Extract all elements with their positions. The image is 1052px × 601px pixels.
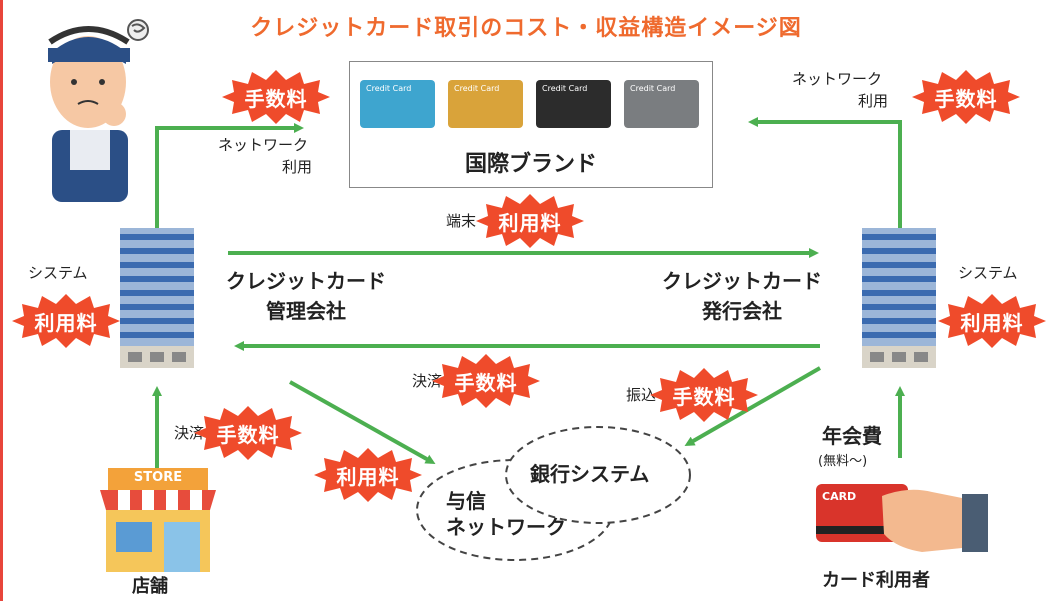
network-use-left-line2: 利用 <box>282 158 313 176</box>
credit-card-image: Credit Card <box>360 80 435 128</box>
system-right-label: システム <box>958 264 1018 282</box>
acquirer-building-icon <box>120 228 194 368</box>
store-label: 店舗 <box>132 576 168 597</box>
settlement-center-label: 決済 <box>412 372 443 390</box>
arrow-acquirer-to-brand <box>155 123 304 228</box>
bank-system-label: 銀行システム <box>530 462 650 486</box>
acquirer-name: クレジットカード管理会社 <box>226 269 386 323</box>
credit-card-image: Credit Card <box>536 80 611 128</box>
settlement-left-label: 決済 <box>174 424 205 442</box>
card-text: CARD <box>822 490 857 503</box>
annual-fee-label: 年会費 <box>822 424 882 448</box>
usage-fee-badge: 利用料 <box>312 446 424 504</box>
network-use-right-line2: 利用 <box>858 92 889 110</box>
arrow-issuer-to-bank <box>684 366 821 446</box>
store-sign-text: STORE <box>133 470 183 485</box>
fee-badge: 手数料 <box>192 404 304 462</box>
worried-shopkeeper-illustration <box>48 19 149 202</box>
usage-fee-badge: 利用料 <box>936 292 1048 350</box>
left-edge-mark <box>0 0 3 601</box>
usage-fee-badge: 利用料 <box>474 192 586 250</box>
store-icon: STORE <box>94 468 222 572</box>
arrow-acquirer-to-network <box>289 380 436 464</box>
issuer-building-icon <box>862 228 936 368</box>
issuer-name: クレジットカード発行会社 <box>662 269 822 323</box>
system-left-label: システム <box>28 264 88 282</box>
usage-fee-badge: 利用料 <box>10 292 122 350</box>
credit-network-label: 与信ネットワーク <box>446 489 566 539</box>
credit-card-image: Credit Card <box>448 80 523 128</box>
credit-card-image: Credit Card <box>624 80 699 128</box>
international-brand-box: Credit Card Credit Card Credit Card Cred… <box>349 61 713 188</box>
transfer-label: 振込 <box>626 386 657 404</box>
page-title: クレジットカード取引のコスト・収益構造イメージ図 <box>250 16 802 41</box>
brand-name: 国際ブランド <box>464 152 597 177</box>
hand-card-icon: CARD <box>812 476 992 566</box>
annual-fee-note: (無料〜) <box>818 454 868 469</box>
fee-badge: 手数料 <box>910 68 1022 126</box>
card-user-label: カード利用者 <box>822 570 930 591</box>
terminal-label: 端末 <box>446 212 477 230</box>
fee-badge: 手数料 <box>220 68 332 126</box>
fee-badge: 手数料 <box>430 352 542 410</box>
arrow-issuer-to-brand <box>748 117 902 228</box>
network-use-right-line1: ネットワーク <box>792 70 883 88</box>
fee-badge: 手数料 <box>648 366 760 424</box>
bank-system-cloud <box>505 426 691 524</box>
network-use-left-line1: ネットワーク <box>218 136 309 154</box>
